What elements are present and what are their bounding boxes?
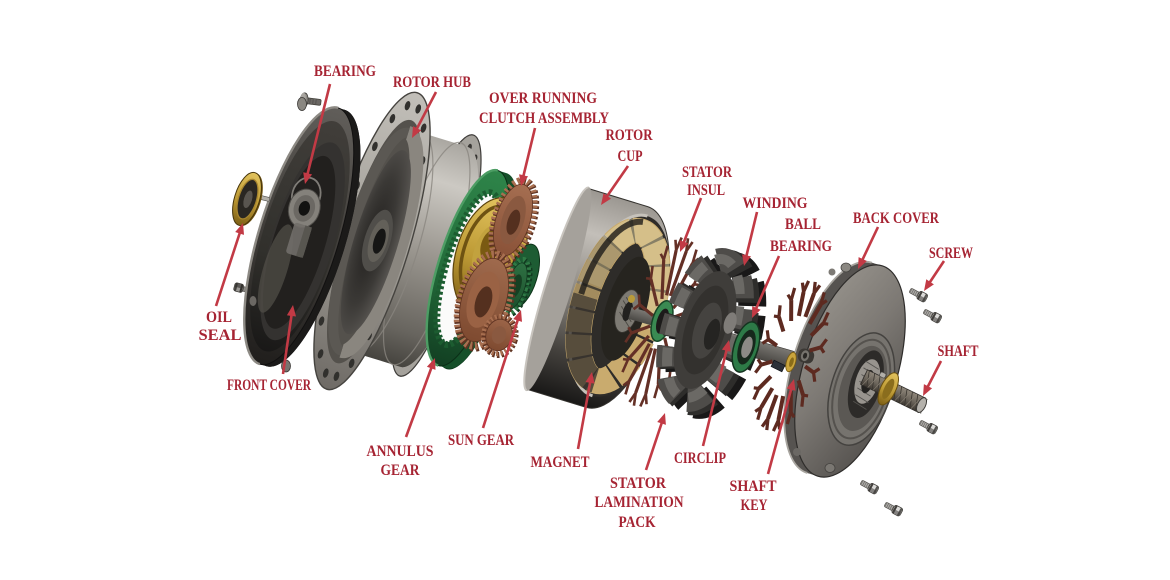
svg-text:SHAFT: SHAFT bbox=[938, 343, 979, 360]
svg-text:PACK: PACK bbox=[619, 514, 656, 531]
svg-text:BALL: BALL bbox=[785, 216, 821, 233]
svg-text:FRONT COVER: FRONT COVER bbox=[227, 377, 311, 394]
svg-text:ANNULUS: ANNULUS bbox=[367, 443, 434, 460]
svg-text:OIL: OIL bbox=[206, 309, 232, 326]
svg-text:CIRCLIP: CIRCLIP bbox=[674, 450, 726, 467]
svg-text:WINDING: WINDING bbox=[743, 195, 808, 212]
svg-text:INSUL: INSUL bbox=[687, 182, 725, 199]
svg-text:LAMINATION: LAMINATION bbox=[595, 494, 684, 511]
svg-text:GEAR: GEAR bbox=[381, 462, 420, 479]
svg-text:SHAFT: SHAFT bbox=[730, 478, 777, 495]
svg-text:KEY: KEY bbox=[741, 497, 768, 514]
svg-text:CUP: CUP bbox=[618, 148, 643, 165]
svg-text:OVER RUNNING: OVER RUNNING bbox=[489, 90, 597, 107]
svg-text:BACK COVER: BACK COVER bbox=[853, 210, 939, 227]
svg-text:SCREW: SCREW bbox=[929, 245, 973, 262]
svg-text:BEARING: BEARING bbox=[770, 238, 832, 255]
svg-text:SEAL: SEAL bbox=[199, 327, 242, 344]
svg-text:ROTOR: ROTOR bbox=[606, 127, 653, 144]
svg-text:SUN GEAR: SUN GEAR bbox=[448, 432, 514, 449]
svg-text:BEARING: BEARING bbox=[314, 63, 376, 80]
svg-text:CLUTCH ASSEMBLY: CLUTCH ASSEMBLY bbox=[479, 110, 609, 127]
svg-text:STATOR: STATOR bbox=[682, 164, 732, 181]
svg-text:STATOR: STATOR bbox=[610, 475, 666, 492]
svg-text:MAGNET: MAGNET bbox=[531, 454, 590, 471]
svg-text:ROTOR HUB: ROTOR HUB bbox=[393, 74, 471, 91]
